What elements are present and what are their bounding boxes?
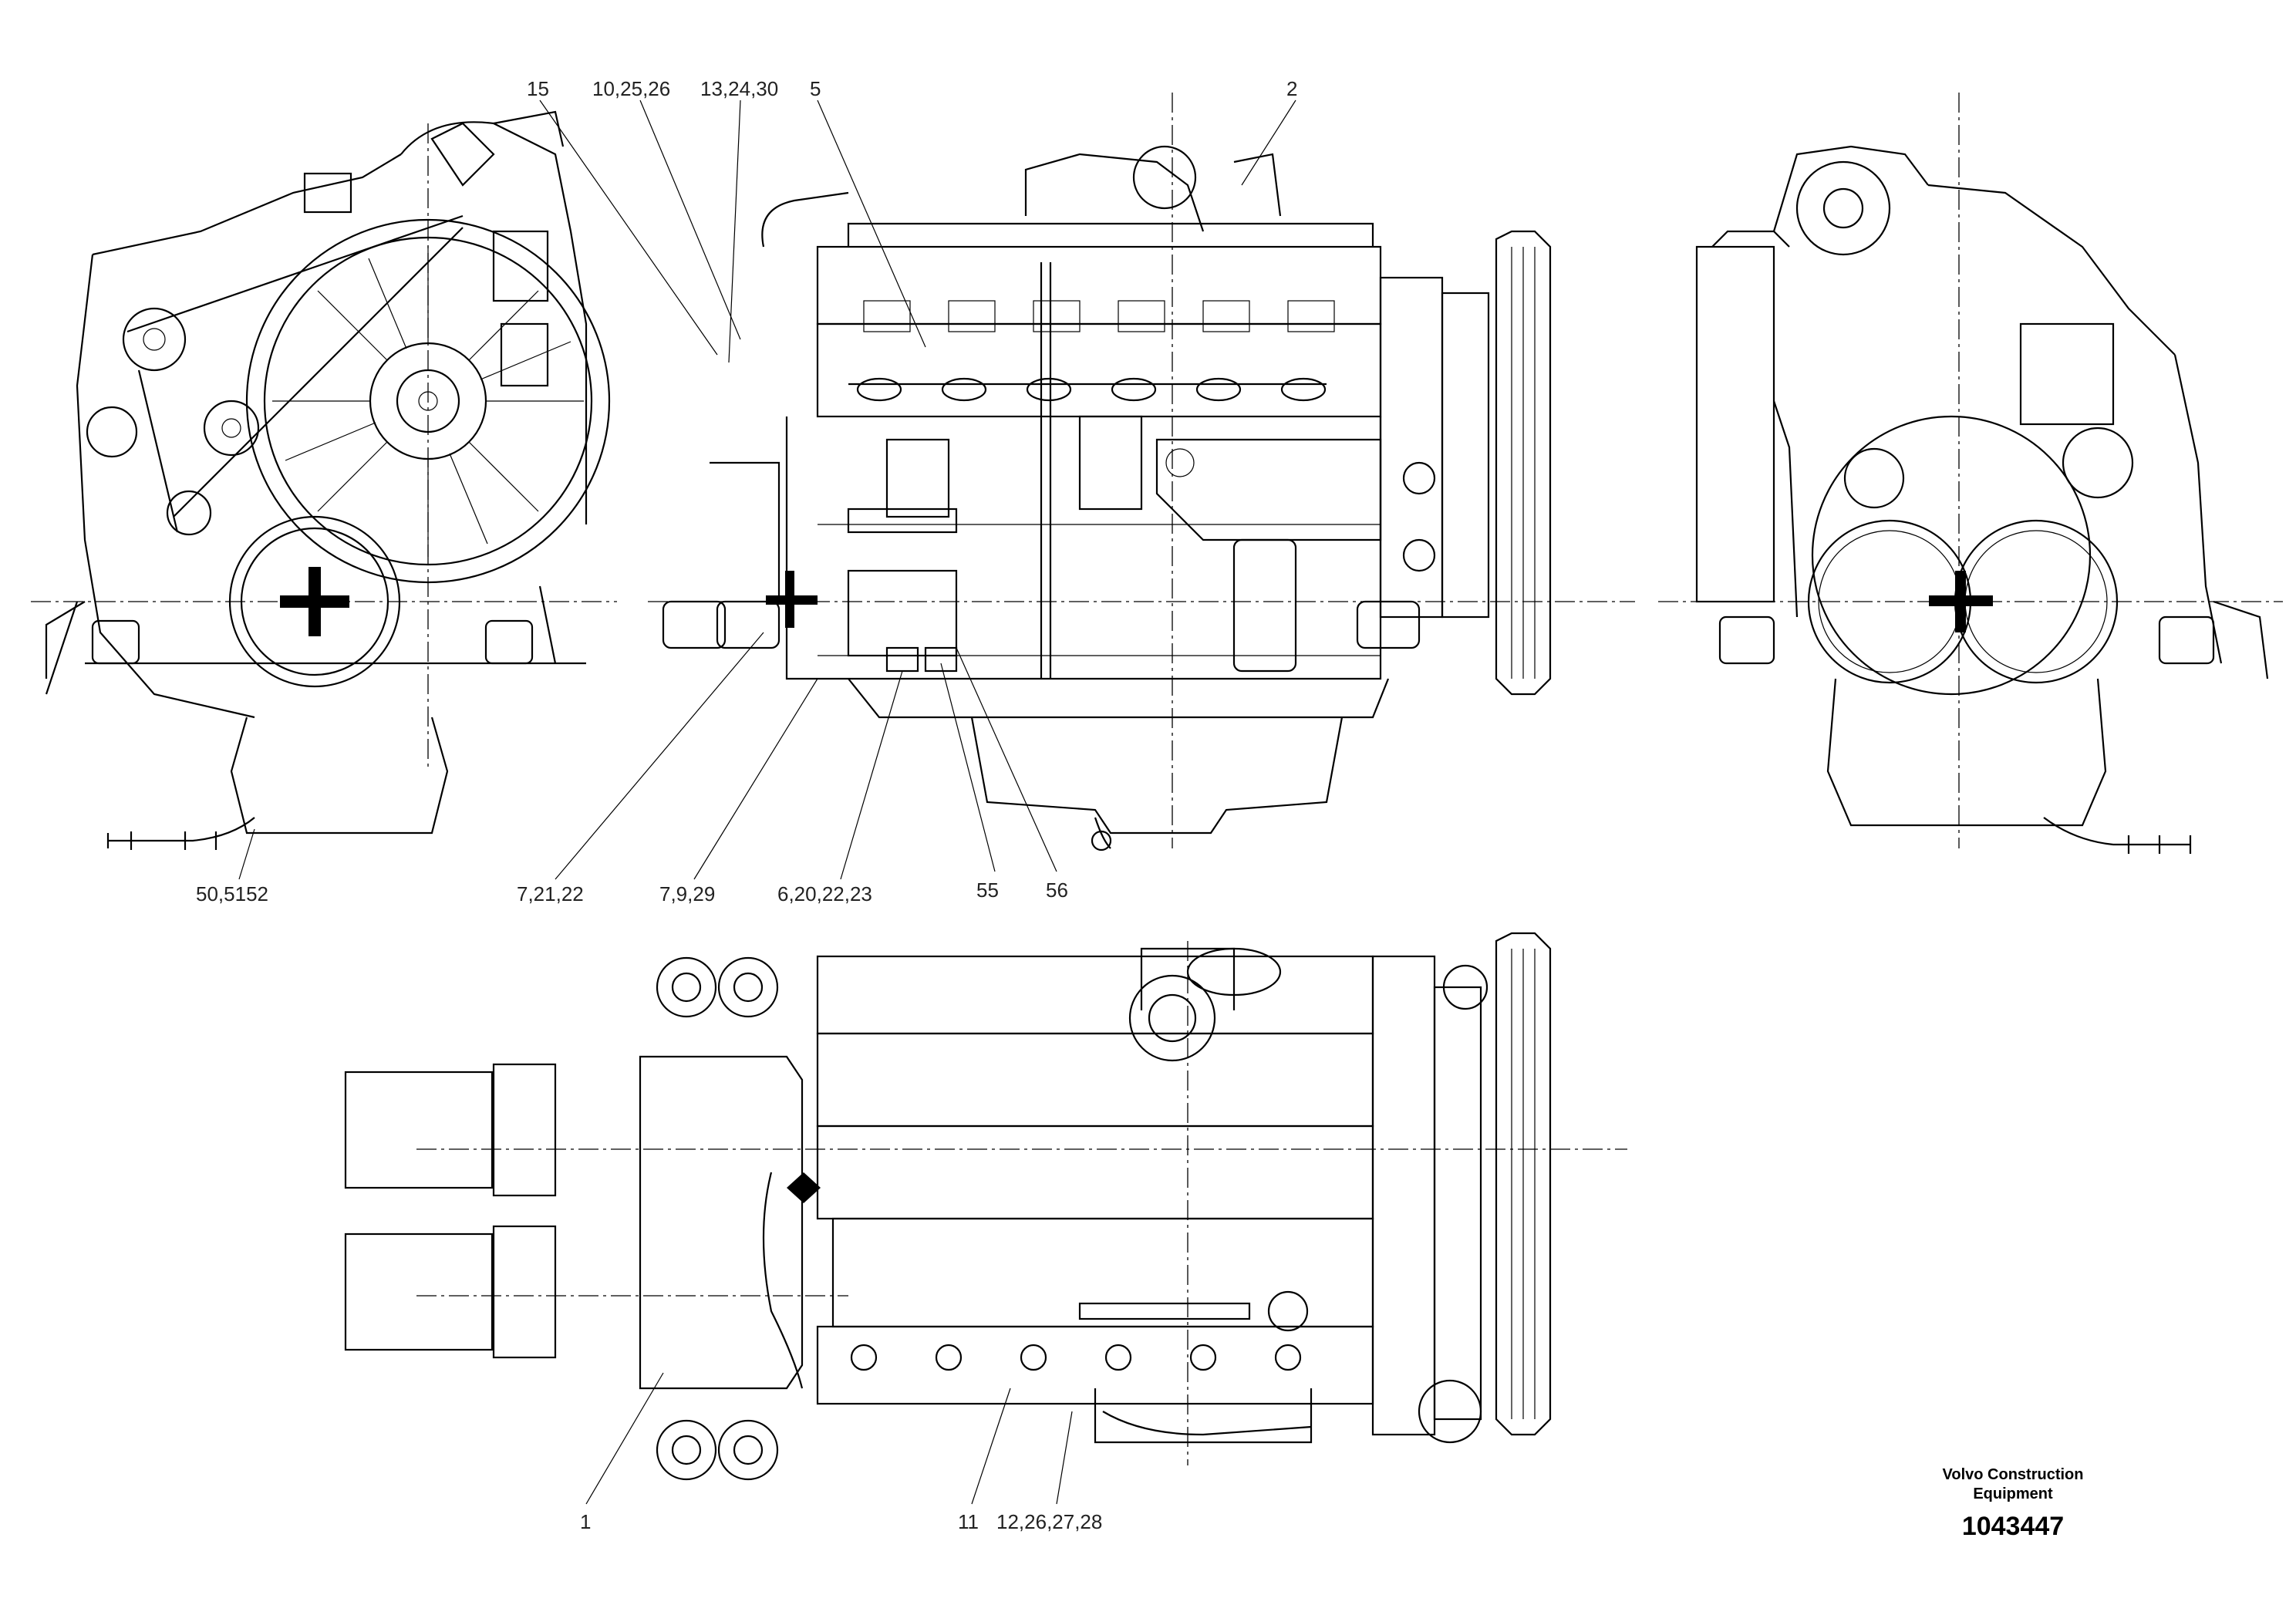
title-block: Volvo Construction Equipment 1043447 [1905, 1465, 2121, 1542]
engine-side-view [648, 93, 1635, 851]
callout-1: 1 [580, 1510, 591, 1533]
callout-10-25-26: 10,25,26 [592, 77, 670, 100]
callout-2: 2 [1286, 77, 1297, 100]
engine-rear-view [1658, 93, 2283, 854]
callout-56: 56 [1046, 878, 1068, 902]
callout-6-20-22-23: 6,20,22,23 [777, 882, 872, 905]
callout-5: 5 [810, 77, 821, 100]
callout-labels: 15 10,25,26 13,24,30 5 2 50,5152 7,21,22… [196, 77, 1297, 1533]
callout-55: 55 [976, 878, 999, 902]
leader-lines [238, 99, 1296, 1505]
callout-13-24-30: 13,24,30 [700, 77, 778, 100]
callout-7-21-22: 7,21,22 [517, 882, 584, 905]
callout-11: 11 [958, 1510, 979, 1533]
engine-front-view [31, 110, 617, 850]
company-name-line2: Equipment [1973, 1485, 2053, 1502]
callout-12-26-27-28: 12,26,27,28 [996, 1510, 1102, 1533]
callout-15: 15 [527, 77, 549, 100]
callout-50-51-52: 50,5152 [196, 882, 268, 905]
callout-7-9-29: 7,9,29 [659, 882, 715, 905]
drawing-number: 1043447 [1961, 1512, 2065, 1541]
company-name-line1: Volvo Construction [1942, 1466, 2084, 1483]
engine-top-view [344, 932, 1627, 1481]
